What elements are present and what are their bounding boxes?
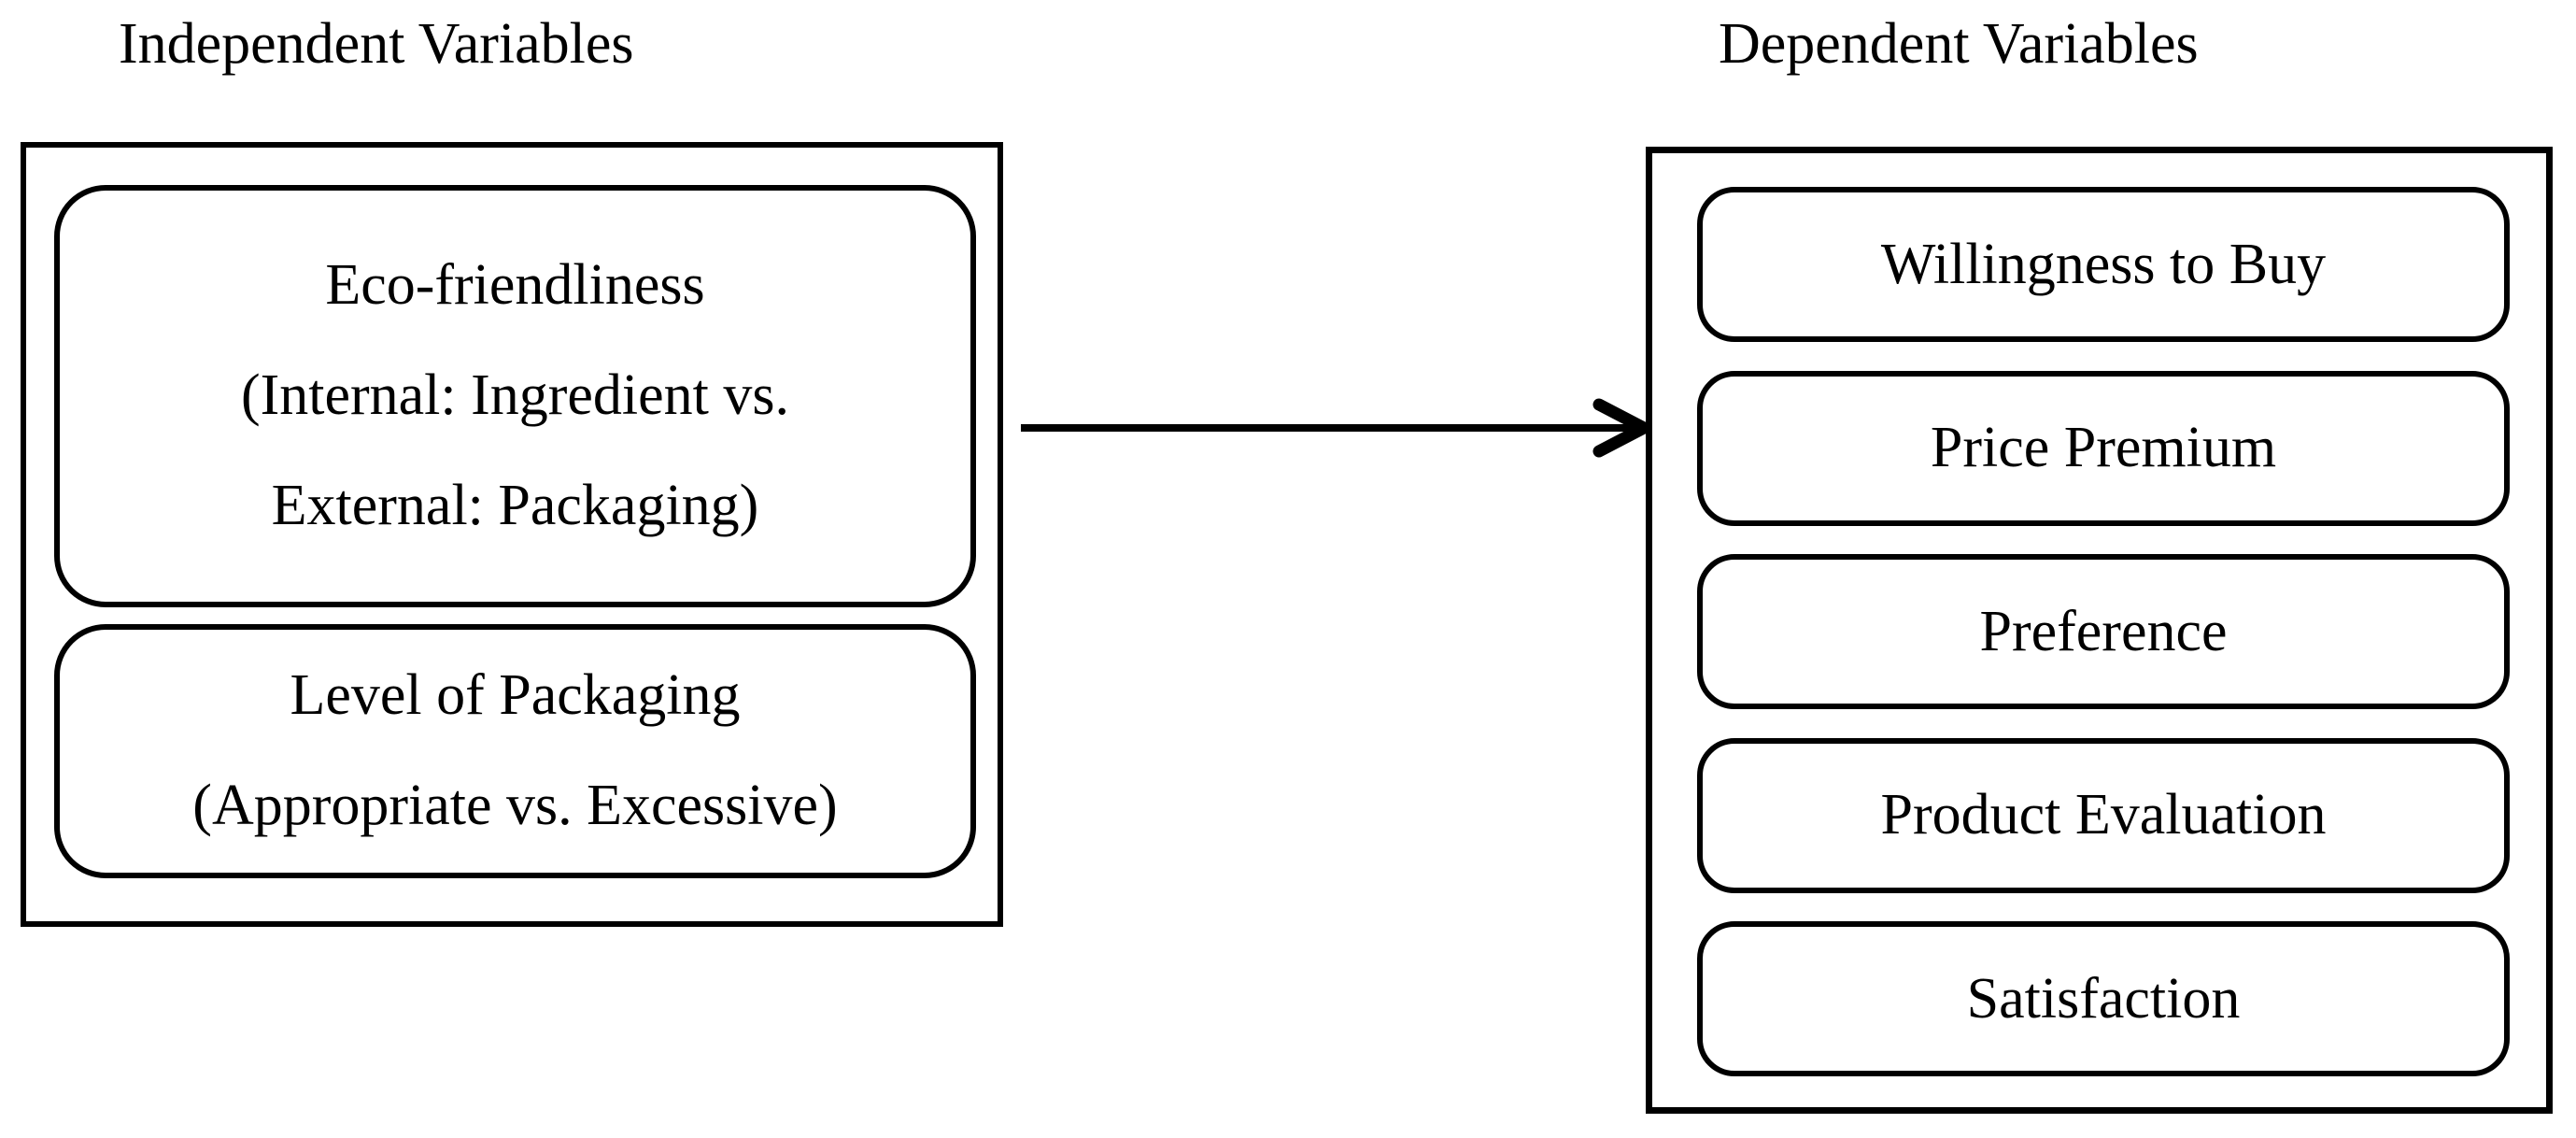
arrow-right-icon [1021, 398, 1650, 458]
eco-friendliness-box: Eco-friendliness (Internal: Ingredient v… [54, 185, 976, 607]
willingness-to-buy-label: Willingness to Buy [1880, 232, 2327, 296]
preference-box: Preference [1697, 554, 2510, 709]
satisfaction-box: Satisfaction [1697, 921, 2510, 1076]
level-of-packaging-conditions-label: (Appropriate vs. Excessive) [192, 774, 838, 837]
independent-variables-group: Eco-friendliness (Internal: Ingredient v… [21, 142, 1003, 927]
level-of-packaging-label: Level of Packaging [290, 663, 741, 728]
product-evaluation-label: Product Evaluation [1880, 783, 2327, 847]
satisfaction-label: Satisfaction [1966, 966, 2241, 1031]
willingness-to-buy-box: Willingness to Buy [1697, 187, 2510, 342]
price-premium-label: Price Premium [1930, 416, 2277, 480]
preference-label: Preference [1979, 599, 2228, 663]
eco-friendliness-external-label: External: Packaging) [271, 473, 759, 537]
price-premium-box: Price Premium [1697, 370, 2510, 526]
eco-friendliness-label: Eco-friendliness [325, 253, 705, 318]
dependent-variables-title: Dependent Variables [1719, 12, 2199, 76]
level-of-packaging-box: Level of Packaging (Appropriate vs. Exce… [54, 624, 976, 878]
dependent-variables-group: Willingness to Buy Price Premium Prefere… [1646, 147, 2553, 1114]
product-evaluation-box: Product Evaluation [1697, 737, 2510, 893]
independent-variables-title: Independent Variables [119, 12, 634, 76]
eco-friendliness-internal-label: (Internal: Ingredient vs. [240, 363, 790, 428]
